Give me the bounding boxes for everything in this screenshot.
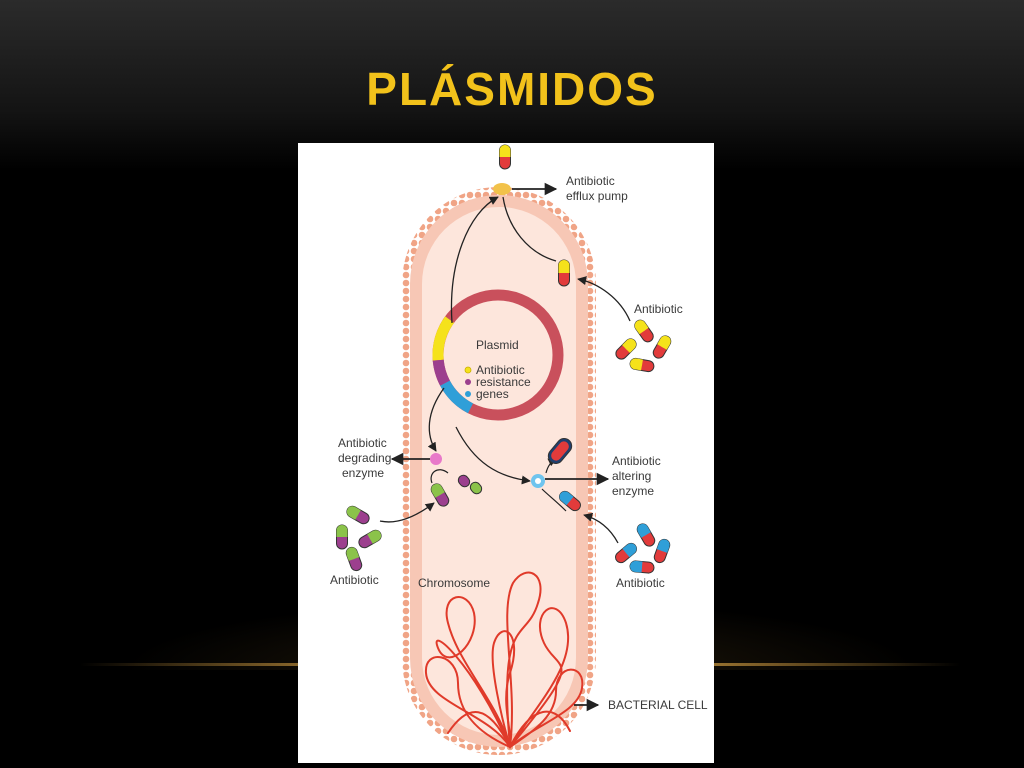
altering-label-line1: Antibiotic <box>612 454 661 468</box>
efflux-pump <box>493 183 511 195</box>
antibiotic-label-bottom-right: Antibiotic <box>616 576 665 590</box>
degrading-enzyme <box>430 453 442 465</box>
altering-return-curve <box>541 488 567 512</box>
legend-dot-blue <box>465 391 471 397</box>
legend-text-line1: Antibiotic <box>476 363 525 377</box>
antibiotic-entry-arrow-right <box>577 276 631 322</box>
antibiotic-label-left: Antibiotic <box>330 573 379 587</box>
efflux-label-line2: efflux pump <box>566 189 628 203</box>
antibiotic-entry-arrow-bottom-right <box>583 512 619 544</box>
gene-segment-yellow <box>432 316 455 361</box>
chromosome-label: Chromosome <box>418 576 490 590</box>
gene-segment-purple <box>432 359 450 386</box>
slide-title: PLÁSMIDOS <box>366 63 658 115</box>
degrading-arc <box>430 469 449 484</box>
altering-enzyme-center <box>535 478 541 484</box>
legend-dot-yellow <box>464 366 472 374</box>
legend-text-line2: resistance <box>476 375 531 389</box>
plasmid-diagram: Plasmid Antibiotic resistance genes Anti… <box>330 144 708 755</box>
plasmid-ring <box>432 289 564 421</box>
altered-antibiotic-capsule <box>547 438 573 464</box>
degraded-capsules <box>430 474 483 507</box>
plasmid-label: Plasmid <box>476 338 519 352</box>
antibiotic-capsule-exiting <box>499 144 511 170</box>
plasmid-to-degrading-enzyme-arrow <box>427 387 445 452</box>
degrading-label-line1: Antibiotic <box>338 436 387 450</box>
plasmid-to-pump-arrow <box>450 196 499 324</box>
antibiotic-capsule-blue-inside <box>559 490 581 512</box>
altering-label-line2: altering <box>612 469 651 483</box>
bacterial-cell-label: BACTERIAL CELL <box>608 698 708 712</box>
antibiotic-capsules-red-yellow <box>615 319 672 373</box>
legend-text-line3: genes <box>476 387 509 401</box>
degrading-label-line3: enzyme <box>342 466 384 480</box>
capsule-to-pump-curve <box>502 196 557 262</box>
efflux-label-line1: Antibiotic <box>566 174 615 188</box>
antibiotic-capsules-purple-green <box>336 505 382 572</box>
gene-segment-blue <box>440 380 474 414</box>
plasmid-diagram-panel: Plasmid Antibiotic resistance genes Anti… <box>298 143 714 763</box>
altering-label-line3: enzyme <box>612 484 654 498</box>
antibiotic-capsule-inside <box>558 259 570 287</box>
chromosome <box>424 571 584 750</box>
antibiotic-capsules-red-blue <box>615 523 671 574</box>
antibiotic-entry-arrow-left <box>379 502 435 523</box>
plasmid-to-altering-enzyme-arrow <box>455 426 531 485</box>
legend-dot-purple <box>465 379 471 385</box>
antibiotic-label-right: Antibiotic <box>634 302 683 316</box>
degrading-label-line2: degrading <box>338 451 391 465</box>
